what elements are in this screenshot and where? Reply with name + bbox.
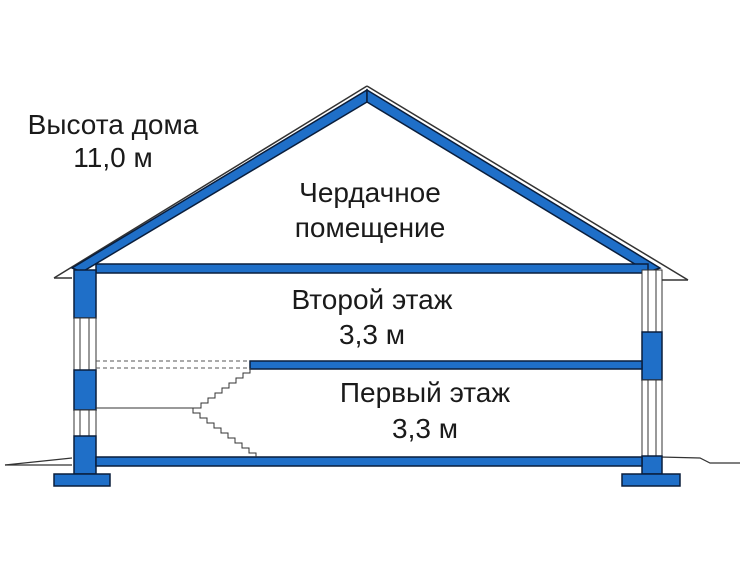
attic-label-line1: Чердачное (299, 177, 441, 208)
second-floor-height: 3,3 м (339, 319, 405, 350)
right-wall (621, 269, 681, 487)
house-height-value: 11,0 м (73, 142, 152, 173)
second-floor-label: Второй этаж (292, 284, 453, 315)
attic-label-line2: помещение (295, 212, 446, 243)
left-wall (53, 269, 111, 487)
roof-outline (53, 85, 689, 281)
second-floor-slab (249, 360, 643, 370)
attic-floor-slab (95, 263, 649, 274)
first-floor-slab (95, 456, 643, 467)
staircase (96, 368, 257, 457)
ground-line (4, 456, 740, 466)
house-height-label: Высота дома (28, 109, 199, 140)
first-floor-label: Первый этаж (340, 377, 510, 408)
first-floor-height: 3,3 м (392, 413, 458, 444)
